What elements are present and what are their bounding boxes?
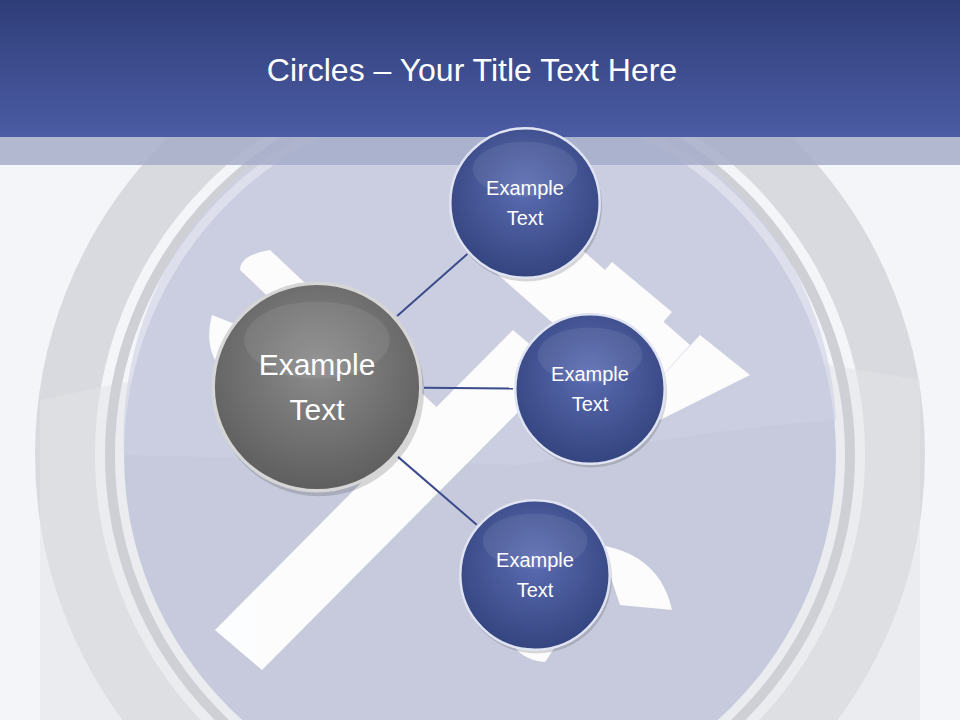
slide-title: Circles – Your Title Text Here [0, 52, 944, 89]
connector-line [424, 387, 513, 389]
connector-line [398, 457, 477, 525]
text-stack: Example Text [542, 359, 638, 419]
circle-shape [458, 498, 612, 652]
branch-circle: Example Text [513, 312, 667, 466]
text-stack: Example Text [477, 173, 573, 233]
text-stack: Example Text [487, 545, 583, 605]
circle-shape [210, 280, 424, 494]
text-stack: Example Text [242, 342, 392, 432]
node-label: Example Text [487, 545, 583, 605]
circle-shape [513, 312, 667, 466]
circle-shape [448, 126, 602, 280]
branch-circle: Example Text [448, 126, 602, 280]
connector-line [397, 254, 467, 316]
main-circle: Example Text [210, 280, 424, 494]
node-label: Example Text [242, 342, 392, 432]
node-label: Example Text [477, 173, 573, 233]
node-label: Example Text [542, 359, 638, 419]
branch-circle: Example Text [458, 498, 612, 652]
